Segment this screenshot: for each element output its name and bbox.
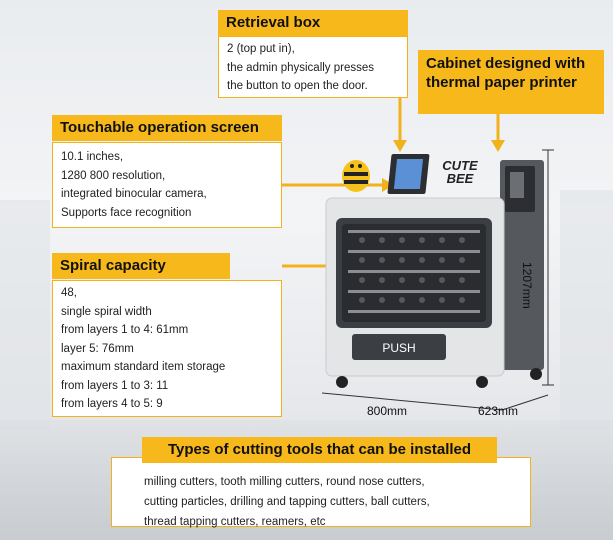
tools-line: cutting particles, drilling and tapping … bbox=[144, 496, 430, 508]
brand-line-1: CUTE bbox=[442, 158, 478, 173]
cabinet-printer-title: Cabinet designed with thermal paper prin… bbox=[418, 50, 604, 114]
spiral-capacity-card: 48, single spiral width from layers 1 to… bbox=[52, 280, 282, 417]
dimension-depth: 623mm bbox=[478, 404, 519, 418]
tools-line: milling cutters, tooth milling cutters, … bbox=[144, 476, 425, 488]
tools-line: thread tapping cutters, reamers, etc bbox=[144, 516, 326, 528]
retrieval-box-title: Retrieval box bbox=[218, 10, 408, 36]
spiral-capacity-title: Spiral capacity bbox=[52, 253, 230, 279]
touch-line: 10.1 inches, bbox=[61, 151, 124, 163]
retrieval-line: the admin physically presses bbox=[227, 61, 375, 74]
retrieval-box-card: 2 (top put in), the admin physically pre… bbox=[218, 36, 408, 98]
brand-line-2: BEE bbox=[447, 171, 474, 186]
spiral-line: layer 5: 76mm bbox=[61, 342, 134, 355]
spiral-line: from layers 1 to 4: 61mm bbox=[61, 324, 189, 336]
touch-screen-title: Touchable operation screen bbox=[52, 115, 282, 141]
touch-screen-card: 10.1 inches, 1280 800 resolution, integr… bbox=[52, 142, 282, 228]
touch-line: Supports face recognition bbox=[61, 206, 192, 219]
retrieval-line: the button to open the door. bbox=[227, 80, 368, 92]
spiral-line: from layers 4 to 5: 9 bbox=[61, 398, 163, 410]
cutting-tools-card: milling cutters, tooth milling cutters, … bbox=[111, 457, 531, 528]
touch-line: integrated binocular camera, bbox=[61, 188, 207, 200]
spiral-line: maximum standard item storage bbox=[61, 361, 226, 373]
spiral-line: single spiral width bbox=[61, 305, 152, 318]
background-rack-left bbox=[0, 200, 50, 430]
dimension-height: 1207mm bbox=[520, 262, 534, 309]
touch-line: 1280 800 resolution, bbox=[61, 169, 166, 182]
tool-vending-cabinet: PUSH CUTE BEE bbox=[325, 154, 544, 388]
background-rack-right bbox=[560, 190, 613, 430]
push-label: PUSH bbox=[382, 341, 415, 355]
dimension-width: 800mm bbox=[367, 404, 408, 418]
spiral-line: from layers 1 to 3: 11 bbox=[61, 379, 169, 392]
spiral-line: 48, bbox=[61, 287, 77, 299]
retrieval-line: 2 (top put in), bbox=[227, 43, 295, 55]
cutting-tools-title: Types of cutting tools that can be insta… bbox=[142, 437, 497, 463]
